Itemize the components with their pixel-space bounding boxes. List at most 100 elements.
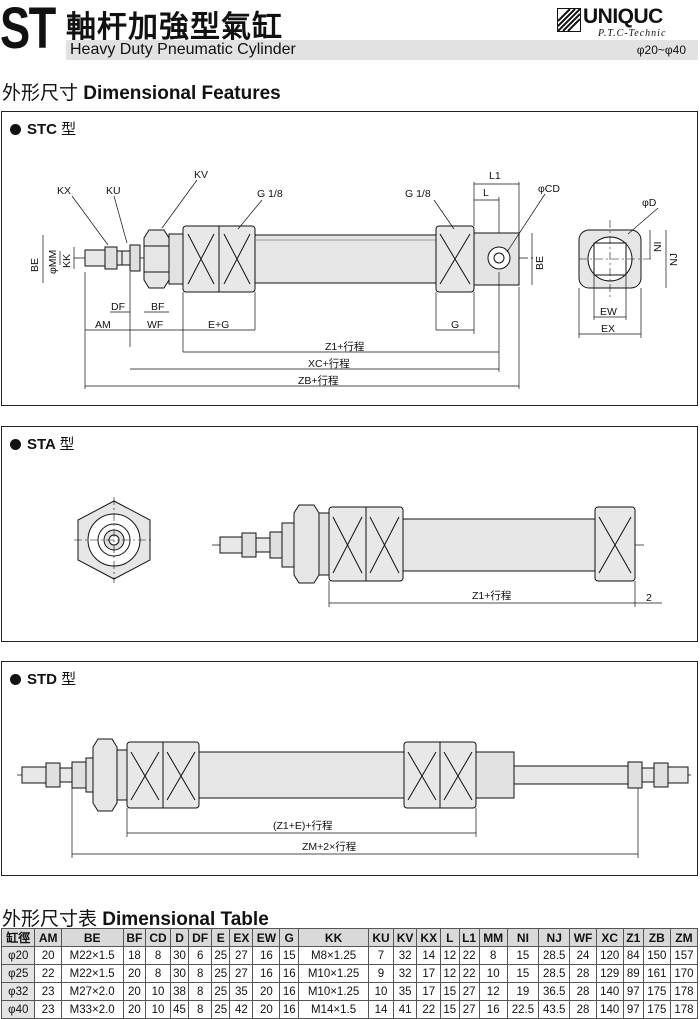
- column-header: D: [169, 928, 190, 947]
- label-g18-rear: G 1/8: [405, 188, 431, 200]
- table-cell: 20: [34, 946, 62, 965]
- table-cell: 28: [569, 1000, 597, 1019]
- table-cell: 150: [642, 946, 671, 965]
- column-header: L1: [458, 928, 480, 947]
- table-cell: 161: [642, 964, 671, 983]
- table-cell: 36.5: [538, 982, 571, 1001]
- std-drawing: (Z1+E)+行程 ZM+2×行程: [17, 738, 692, 858]
- table-cell: 15: [506, 964, 540, 983]
- panel-sta-title: STA 型: [10, 433, 75, 454]
- table-cell: 25: [211, 964, 231, 983]
- table-cell: 16: [279, 1000, 299, 1019]
- table-cell: 9: [368, 964, 394, 983]
- table-cell: φ25: [0, 964, 36, 983]
- table-cell: M10×1.25: [297, 982, 370, 1001]
- table-cell: 30: [169, 946, 190, 965]
- label-am: AM: [95, 319, 111, 331]
- title-english: Heavy Duty Pneumatic Cylinder: [70, 41, 296, 58]
- label-wf: WF: [147, 319, 163, 331]
- table-cell: 8: [188, 982, 213, 1001]
- column-header: EW: [252, 928, 281, 947]
- table-cell: 15: [506, 946, 540, 965]
- column-header: L: [440, 928, 460, 947]
- table-cell: 140: [595, 1000, 624, 1019]
- label-e-plus-g: E+G: [208, 319, 229, 331]
- column-header: G: [279, 928, 299, 947]
- panel-stc: STC 型: [1, 111, 698, 406]
- table-cell: 14: [368, 1000, 394, 1019]
- table-cell: 32: [392, 964, 418, 983]
- column-header: XC: [595, 928, 624, 947]
- table-cell: 97: [622, 982, 644, 1001]
- table-cell: 16: [478, 1000, 508, 1019]
- features-heading: 外形尺寸 Dimensional Features: [2, 78, 281, 105]
- panel-std: STD 型: [1, 661, 698, 876]
- table-heading-cn: 外形尺寸表: [2, 908, 98, 930]
- stc-drawing: [42, 179, 667, 389]
- table-cell: 170: [669, 964, 699, 983]
- table-cell: 28.5: [538, 964, 571, 983]
- table-cell: 175: [642, 982, 671, 1001]
- table-cell: 12: [440, 946, 460, 965]
- label-mm: φMM: [47, 250, 59, 274]
- label-ni: NI: [652, 242, 664, 253]
- table-cell: 20: [252, 982, 281, 1001]
- column-header: 缸徑: [0, 928, 36, 947]
- table-cell: 22.5: [506, 1000, 540, 1019]
- table-cell: 8: [188, 1000, 213, 1019]
- table-cell: M33×2.0: [60, 1000, 124, 1019]
- label-z1-plus-e: (Z1+E)+行程: [273, 819, 333, 832]
- panel-sta: STA 型: [1, 426, 698, 642]
- column-header: ZB: [642, 928, 671, 947]
- column-header: WF: [569, 928, 597, 947]
- table-cell: 10: [145, 982, 171, 1001]
- label-ew: EW: [600, 306, 617, 318]
- label-xc: XC+行程: [308, 357, 350, 370]
- table-cell: 23: [34, 982, 62, 1001]
- label-cd: φCD: [538, 183, 560, 195]
- table-cell: 178: [669, 1000, 699, 1019]
- table-cell: 15: [279, 946, 299, 965]
- bullet-icon: [10, 124, 21, 135]
- table-cell: 16: [252, 946, 281, 965]
- column-header: KV: [392, 928, 418, 947]
- table-cell: 24: [569, 946, 597, 965]
- table-cell: 27: [458, 982, 480, 1001]
- table-heading: 外形尺寸表 Dimensional Table: [2, 904, 269, 931]
- label-be-right: BE: [534, 256, 546, 270]
- table-cell: M22×1.5: [60, 964, 124, 983]
- column-header: Z1: [622, 928, 644, 947]
- table-cell: 16: [279, 982, 299, 1001]
- label-zb: ZB+行程: [298, 374, 339, 387]
- table-cell: M27×2.0: [60, 982, 124, 1001]
- table-cell: 20: [252, 1000, 281, 1019]
- label-ex: EX: [601, 323, 615, 335]
- table-cell: 18: [122, 946, 147, 965]
- table-cell: 22: [458, 964, 480, 983]
- series-code: ST: [0, 0, 56, 61]
- table-cell: 8: [188, 964, 213, 983]
- table-cell: 84: [622, 946, 644, 965]
- table-cell: 10: [145, 1000, 171, 1019]
- label-z1: Z1+行程: [472, 589, 512, 602]
- table-cell: 28: [569, 982, 597, 1001]
- header-bar: [66, 40, 698, 60]
- table-cell: 14: [416, 946, 442, 965]
- table-cell: 175: [642, 1000, 671, 1019]
- table-cell: 20: [122, 982, 147, 1001]
- brand-name: UNIQUC: [583, 5, 663, 28]
- table-cell: 38: [169, 982, 190, 1001]
- table-cell: 30: [169, 964, 190, 983]
- table-cell: 42: [229, 1000, 254, 1019]
- table-cell: 16: [252, 964, 281, 983]
- table-cell: 97: [622, 1000, 644, 1019]
- table-cell: 20: [122, 964, 147, 983]
- table-cell: 17: [416, 982, 442, 1001]
- column-header: AM: [34, 928, 62, 947]
- label-bf: BF: [151, 301, 164, 313]
- label-nj: NJ: [668, 253, 680, 266]
- table-cell: 8: [478, 946, 508, 965]
- column-header: CD: [145, 928, 171, 947]
